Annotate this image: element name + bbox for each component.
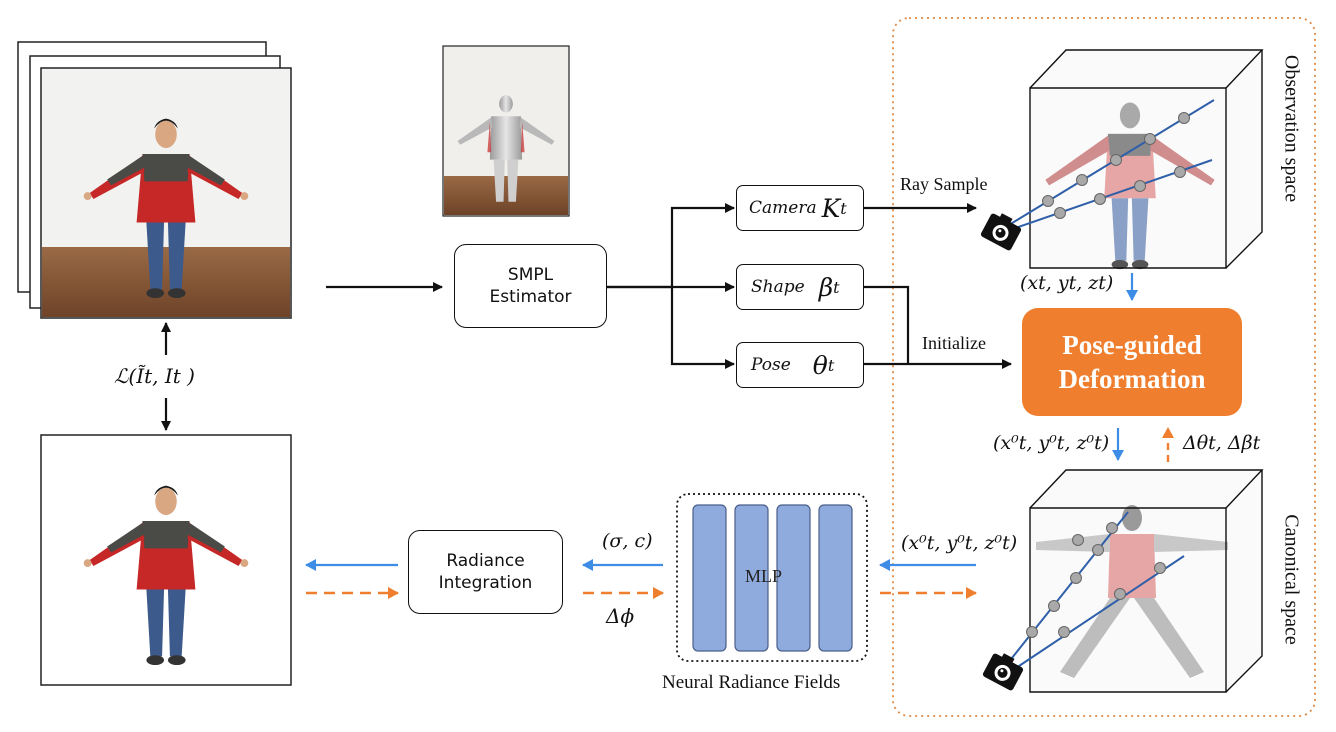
canonical-coords-label-vertical: (x⁰t, y⁰t, z⁰t) [993,432,1110,454]
input-frame-stack [17,41,292,319]
canonical-coords-label-horizontal: (x⁰t, y⁰t, z⁰t) [901,532,1018,554]
observation-space-label: Observation space [1280,54,1303,203]
camera-icon-observation [980,213,1022,251]
camera-icon-canonical [982,653,1024,691]
pose-param-subscript: t [827,355,835,375]
shape-param-subscript: t [833,277,840,297]
blue-arrows [305,273,1138,571]
canonical-space-label: Canonical space [1280,514,1303,645]
smpl-estimator-box: SMPL Estimator [454,244,607,328]
nerf-label: Neural Radiance Fields [662,672,841,693]
black-arrows [161,203,1012,431]
smpl-mesh-thumbnail [442,45,570,217]
pose-param-name: Pose [751,355,791,375]
orange-arrows [306,427,1174,599]
canonical-cube [982,469,1264,693]
radiance-integration-box: Radiance Integration [408,530,563,614]
initialize-label: Initialize [922,333,986,353]
ray-sample-label: Ray Sample [900,174,988,194]
shape-param-symbol: β [818,272,834,302]
camera-param-subscript: t [840,198,847,218]
shape-param-name: Shape [751,277,805,297]
observation-cube [980,49,1264,270]
delta-params-label: Δθt, Δβt [1183,432,1261,454]
loss-label: ℒ(Ĩt, It ) [114,364,195,388]
smpl-estimator-label: SMPL Estimator [489,265,572,307]
radiance-integration-label: Radiance Integration [438,551,533,593]
sigma-c-label: (σ, c) [602,530,653,552]
delta-phi-label: Δϕ [606,604,635,628]
camera-param-symbol: K [821,193,841,223]
pose-guided-deformation-label: Pose-guided Deformation [1058,330,1206,394]
pose-guided-deformation-box: Pose-guided Deformation [1022,308,1242,416]
mlp-layers [692,504,853,652]
rendered-output-frame [40,434,292,686]
observation-coords-label: (xt, yt, zt) [1020,272,1114,294]
nerf-container [676,493,868,662]
camera-param-name: Camera [749,198,817,218]
mlp-label: MLP [745,566,783,586]
pose-param-symbol: θ [812,350,828,380]
